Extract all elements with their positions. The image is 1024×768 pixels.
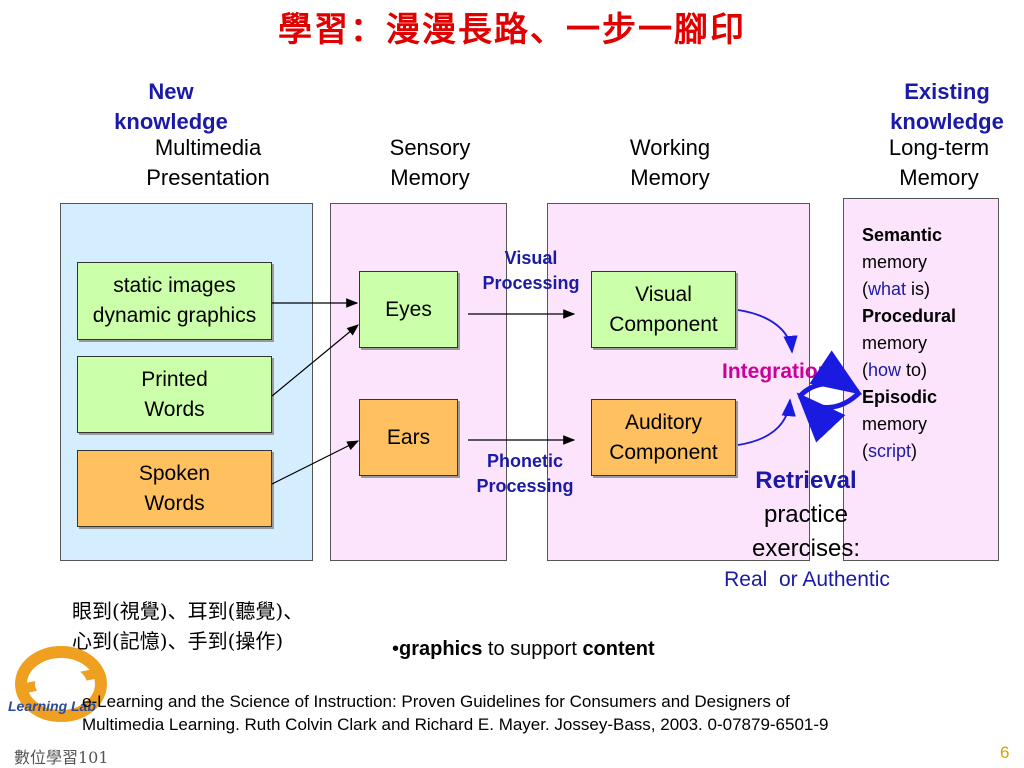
semantic-memory-text: memory: [862, 252, 928, 272]
retrieval-practice: practice: [763, 501, 849, 528]
semantic-heading: Semantic: [862, 225, 943, 245]
episodic-close: ): [911, 441, 918, 461]
graphics-note: •graphics to support content: [392, 636, 655, 662]
graphics-bullet: •: [392, 638, 400, 660]
working-memory-panel: [547, 203, 810, 561]
semantic-close: is): [906, 279, 931, 299]
ears-label: Ears: [386, 425, 431, 449]
procedural-heading: Procedural: [862, 306, 957, 326]
graphics-mid: to support: [482, 638, 583, 660]
episodic-open-paren: (: [862, 441, 868, 461]
visual-processing-label: Visual Processing: [482, 248, 580, 293]
arrow-spoken-to-ears: [271, 440, 360, 485]
episodic-script: script: [868, 441, 912, 461]
new-knowledge-label: New knowledge: [114, 79, 228, 134]
working-memory-heading: Working Memory: [629, 135, 711, 190]
real-authentic-text: Real or Authentic: [724, 568, 890, 591]
retrieval-block: Retrieval practice exercises:: [700, 464, 912, 566]
chinese-note: 眼到(視覺)、耳到(聽覺)、 心到(記憶)、手到(操作): [72, 596, 392, 656]
auditory-component-box: Auditory Component: [591, 399, 736, 476]
existing-knowledge-label: Existing knowledge: [890, 79, 1004, 134]
retrieval-exercises: exercises:: [751, 535, 861, 562]
citation-line2: Multimedia Learning. Ruth Colvin Clark a…: [82, 715, 829, 734]
phonetic-processing-label: Phonetic Processing: [476, 451, 574, 496]
content-word: content: [582, 638, 655, 660]
printed-words-label: Printed Words: [141, 367, 208, 421]
logo-text: Learning Lab: [8, 698, 96, 714]
spoken-words-box: Spoken Words: [77, 450, 272, 527]
arrow-longterm-to-integration: [796, 390, 862, 443]
episodic-heading: Episodic: [862, 387, 938, 407]
images-graphics-label: static images dynamic graphics: [92, 274, 257, 327]
procedural-open-paren: (: [862, 360, 868, 380]
page-number: 6: [1000, 743, 1010, 762]
long-term-memory-heading: Long-term Memory: [888, 135, 990, 190]
citation: e-Learning and the Science of Instructio…: [82, 690, 982, 736]
images-graphics-box: static images dynamic graphics: [77, 262, 272, 340]
arrow-visual-to-integration: [737, 309, 798, 354]
sensory-memory-panel: [330, 203, 507, 561]
arrow-auditory-to-integration: [737, 398, 796, 446]
citation-line1: e-Learning and the Science of Instructio…: [82, 692, 790, 711]
graphics-word: graphics: [399, 638, 483, 660]
integration-label: Integration: [722, 360, 831, 383]
long-term-memory-list: Semantic memory (what is) Procedural mem…: [862, 222, 996, 465]
procedural-close: to): [901, 360, 928, 380]
elearning-logo: Learning Lab: [6, 644, 128, 724]
elearning-logo-icon: [15, 646, 107, 722]
page-title: 學習：漫漫長路、一步一腳印: [278, 10, 746, 50]
sensory-memory-heading: Sensory Memory: [389, 135, 471, 190]
visual-component-label: Visual Component: [609, 282, 718, 336]
procedural-how: how: [868, 360, 902, 380]
semantic-what: what: [868, 279, 907, 299]
procedural-memory-text: memory: [862, 333, 928, 353]
chinese-note-line2: 心到(記憶)、手到(操作): [72, 629, 284, 653]
long-term-memory-panel: [843, 198, 999, 561]
visual-component-box: Visual Component: [591, 271, 736, 348]
printed-words-box: Printed Words: [77, 356, 272, 433]
retrieval-title: Retrieval: [755, 467, 857, 494]
arrow-printed-to-eyes: [271, 324, 359, 397]
chinese-note-line1: 眼到(視覺)、耳到(聽覺)、: [72, 599, 304, 623]
multimedia-presentation-heading: Multimedia Presentation: [146, 135, 270, 190]
eyes-label: Eyes: [385, 297, 432, 321]
spoken-words-label: Spoken Words: [138, 461, 211, 515]
semantic-open-paren: (: [862, 279, 868, 299]
auditory-component-label: Auditory Component: [609, 410, 718, 464]
eyes-box: Eyes: [359, 271, 458, 348]
arrow-integration-to-longterm: [798, 350, 863, 398]
footer-course: 數位學習101: [14, 748, 109, 767]
ears-box: Ears: [359, 399, 458, 476]
episodic-memory-text: memory: [862, 414, 928, 434]
